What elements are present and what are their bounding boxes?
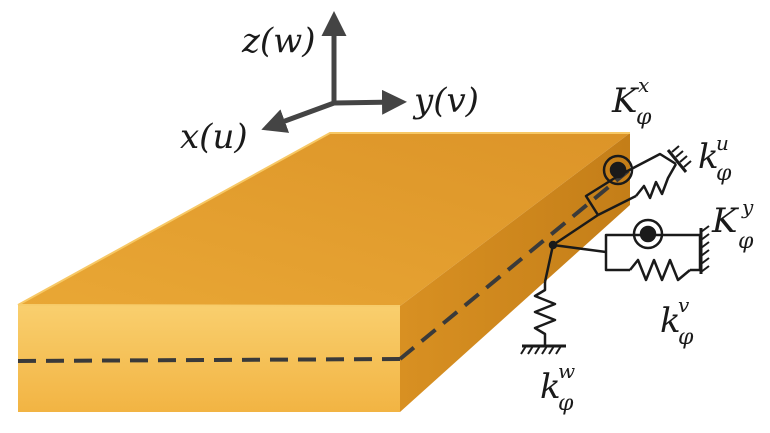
translational-spring-v	[629, 258, 691, 282]
plate-front-face	[18, 305, 400, 412]
link-to-upper-frame	[552, 213, 599, 247]
midplane-dashed-front	[17, 357, 401, 363]
label-k-phi-w-base: k	[540, 367, 561, 407]
label-K-phi-y-sup: y	[741, 195, 754, 219]
link-to-vertical-spring	[543, 244, 555, 283]
plate-top-face	[18, 133, 630, 306]
label-k-phi-u-sup: u	[716, 131, 729, 155]
label-k-phi-w-sup: w	[558, 359, 575, 383]
plate	[17, 132, 630, 412]
label-K-phi-y-sub: φ	[738, 229, 754, 254]
plate-side-face	[400, 133, 630, 412]
translational-spring-u	[635, 163, 678, 200]
label-K-phi-y-base: K	[711, 201, 740, 241]
coordinate-axes: z(w) y(v) x(u)	[180, 11, 479, 157]
label-K-phi-x-sub: φ	[636, 105, 652, 130]
bottom-ground-hatch	[520, 345, 562, 355]
spring-labels: K x φ k u φ K y φ k v φ k w φ	[540, 73, 754, 416]
link-to-lower-frame	[552, 243, 607, 254]
z-axis-label: z(w)	[241, 21, 316, 61]
midplane-dashed-side	[398, 169, 630, 361]
translational-spring-w	[533, 282, 557, 345]
upper-spring-frame	[584, 152, 677, 216]
label-K-phi-x-sup: x	[638, 73, 649, 97]
label-k-phi-u-sub: φ	[716, 161, 732, 186]
label-k-phi-v-sub: φ	[678, 325, 694, 350]
spring-system	[520, 145, 710, 355]
label-k-phi-w-sub: φ	[558, 391, 574, 416]
label-k-phi-v-sup: v	[678, 293, 690, 317]
lower-ground-hatch	[700, 225, 710, 273]
lower-frame-bottom-arm	[604, 252, 630, 272]
plate-top-edge-highlight	[17, 132, 630, 306]
plate-front-edge	[17, 304, 401, 307]
y-axis-label: y(v)	[412, 81, 479, 121]
label-k-phi-v-base: k	[660, 301, 681, 341]
upper-ground-hatch	[671, 145, 692, 168]
x-axis-label: x(u)	[180, 117, 248, 157]
y-axis-arrow	[333, 89, 407, 115]
label-k-phi-u-base: k	[698, 137, 719, 177]
upper-ground-line	[666, 149, 688, 173]
upper-frame-lower-arm	[597, 194, 637, 217]
x-axis-arrow	[261, 100, 335, 133]
label-K-phi-x-base: K	[611, 81, 640, 121]
